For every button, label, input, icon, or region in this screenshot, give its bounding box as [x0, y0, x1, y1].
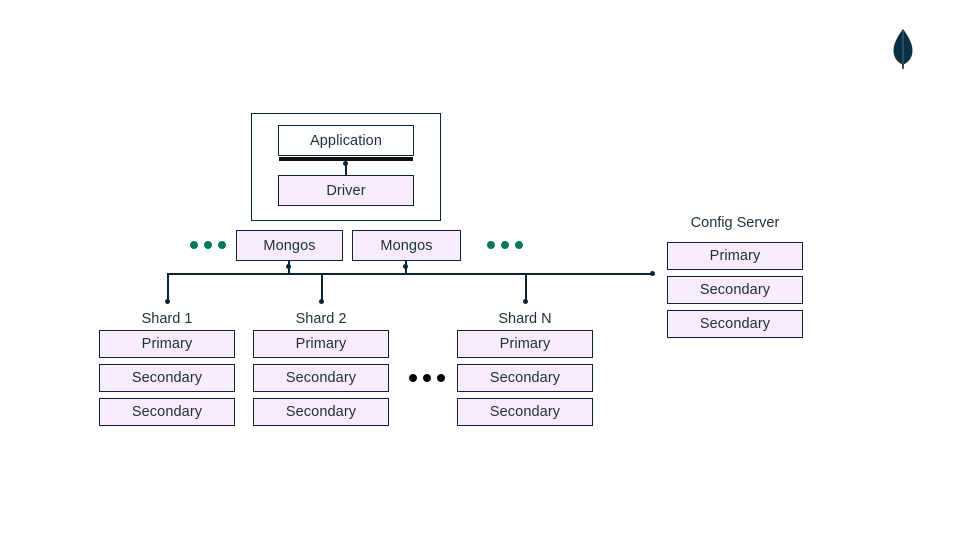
mongos-ellipsis-left-icon	[190, 241, 226, 249]
shard-n-member-primary-label: Primary	[499, 336, 551, 352]
shard-2-connector-dot	[319, 299, 324, 304]
shard-1-title: Shard 1	[141, 311, 193, 327]
bus-to-shard-1-line	[167, 273, 169, 302]
shard-1-member-primary-label: Primary	[141, 336, 193, 352]
shard-1-connector-dot	[165, 299, 170, 304]
shards-ellipsis-middle-icon	[409, 374, 445, 382]
application-label: Application	[309, 132, 383, 149]
shard-n-member-secondary-2[interactable]: Secondary	[457, 398, 593, 426]
application-to-driver-endpoint-dot	[343, 161, 348, 166]
shard-1-member-secondary-2-label: Secondary	[131, 404, 203, 420]
shard-2-member-secondary-1[interactable]: Secondary	[253, 364, 389, 392]
cluster-bus-line	[167, 273, 655, 275]
mongos-box-1[interactable]: Mongos	[236, 230, 343, 261]
config-server-title: Config Server	[690, 215, 780, 231]
application-underline-bar	[279, 157, 413, 161]
mongos-box-2[interactable]: Mongos	[352, 230, 461, 261]
shard-n-member-primary[interactable]: Primary	[457, 330, 593, 358]
config-server-member-secondary-2[interactable]: Secondary	[667, 310, 803, 338]
shard-2-member-primary[interactable]: Primary	[253, 330, 389, 358]
shard-1-member-secondary-2[interactable]: Secondary	[99, 398, 235, 426]
mongos-label-1: Mongos	[263, 237, 316, 254]
bus-to-shard-n-line	[525, 273, 527, 302]
shard-n-member-secondary-1[interactable]: Secondary	[457, 364, 593, 392]
bus-to-shard-2-line	[321, 273, 323, 302]
shard-2-member-secondary-2-label: Secondary	[285, 404, 357, 420]
config-server-member-secondary-2-label: Secondary	[699, 316, 771, 332]
driver-label: Driver	[326, 182, 366, 199]
config-server-member-secondary-1[interactable]: Secondary	[667, 276, 803, 304]
shard-2-member-secondary-1-label: Secondary	[285, 370, 357, 386]
shard-n-member-secondary-1-label: Secondary	[489, 370, 561, 386]
client-container	[251, 113, 441, 221]
config-server-member-primary-label: Primary	[709, 248, 761, 264]
shard-n-member-secondary-2-label: Secondary	[489, 404, 561, 420]
shard-1-member-secondary-1[interactable]: Secondary	[99, 364, 235, 392]
mongos-2-bus-dot	[403, 264, 408, 269]
mongodb-leaf-logo	[888, 28, 918, 70]
shard-2-member-primary-label: Primary	[295, 336, 347, 352]
config-server-member-secondary-1-label: Secondary	[699, 282, 771, 298]
shard-1-member-primary[interactable]: Primary	[99, 330, 235, 358]
shard-2-member-secondary-2[interactable]: Secondary	[253, 398, 389, 426]
shard-n-title: Shard N	[498, 311, 552, 327]
shard-2-title: Shard 2	[295, 311, 347, 327]
application-to-driver-line	[345, 161, 347, 175]
shard-n-connector-dot	[523, 299, 528, 304]
mongos-1-bus-dot	[286, 264, 291, 269]
shard-1-member-secondary-1-label: Secondary	[131, 370, 203, 386]
mongos-label-2: Mongos	[380, 237, 433, 254]
mongos-ellipsis-right-icon	[487, 241, 523, 249]
bus-config-server-endpoint-dot	[650, 271, 655, 276]
config-server-member-primary[interactable]: Primary	[667, 242, 803, 270]
driver-box[interactable]: Driver	[278, 175, 414, 206]
application-box[interactable]: Application	[278, 125, 414, 156]
